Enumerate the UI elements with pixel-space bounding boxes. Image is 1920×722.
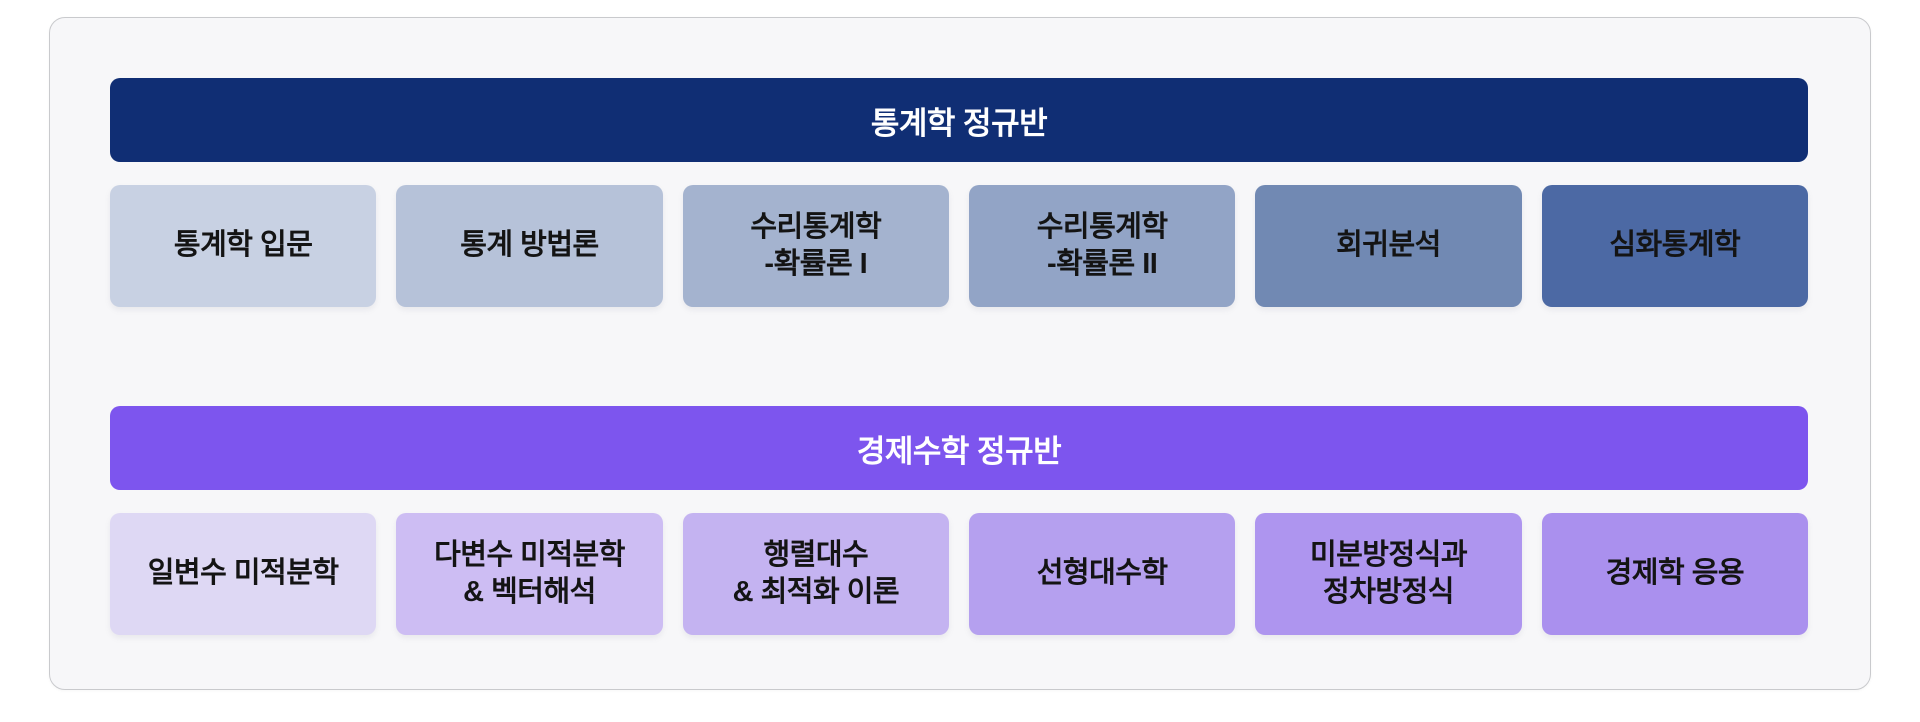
- course-label: 일변수 미적분학: [147, 557, 339, 590]
- econ-math-track-header: 경제수학 정규반: [110, 406, 1808, 490]
- course-label: 심화통계학: [1609, 229, 1741, 262]
- course-linear-algebra: 선형대수학: [969, 513, 1236, 635]
- course-label-line-2: & 최적화 이론: [732, 576, 900, 608]
- course-multivariable-calculus-vector-analysis: 다변수 미적분학 & 벡터해석: [396, 513, 663, 635]
- course-label-line-2: -확률론 II: [1046, 248, 1158, 280]
- course-label: 경제학 응용: [1605, 557, 1745, 590]
- course-differential-difference-equations: 미분방정식과 정차방정식: [1255, 513, 1522, 635]
- course-economics-applications: 경제학 응용: [1541, 513, 1808, 635]
- course-label-line-1: 행렬대수: [763, 538, 869, 571]
- curriculum-card: 통계학 정규반 통계학 입문 통계 방법론 수리통계학 -확률론 I 수리통계학…: [49, 17, 1871, 690]
- course-statistical-methods: 통계 방법론: [396, 185, 663, 307]
- course-label-line-1: 다변수 미적분학: [434, 538, 625, 571]
- course-label-line-1: 미분방정식과: [1309, 538, 1468, 571]
- course-label: 통계 방법론: [460, 229, 599, 262]
- statistics-course-row: 통계학 입문 통계 방법론 수리통계학 -확률론 I 수리통계학 -확률론 II…: [110, 185, 1808, 307]
- section-econ-math: 경제수학 정규반 일변수 미적분학 다변수 미적분학 & 벡터해석 행렬대수 &…: [110, 406, 1808, 635]
- course-single-variable-calculus: 일변수 미적분학: [110, 513, 377, 635]
- course-label-line-2: -확률론 I: [764, 248, 868, 280]
- course-statistics-intro: 통계학 입문: [110, 185, 377, 307]
- course-advanced-statistics: 심화통계학: [1541, 185, 1808, 307]
- econ-math-course-row: 일변수 미적분학 다변수 미적분학 & 벡터해석 행렬대수 & 최적화 이론 선…: [110, 513, 1808, 635]
- course-label: 통계학 입문: [173, 229, 313, 262]
- statistics-track-header: 통계학 정규반: [110, 78, 1808, 162]
- course-mathematical-statistics-probability-2: 수리통계학 -확률론 II: [969, 185, 1236, 307]
- course-label-line-1: 수리통계학: [1036, 210, 1168, 243]
- course-label-line-2: & 벡터해석: [463, 576, 596, 608]
- course-label: 선형대수학: [1036, 557, 1168, 590]
- course-label-line-1: 수리통계학: [750, 210, 882, 243]
- course-mathematical-statistics-probability-1: 수리통계학 -확률론 I: [682, 185, 949, 307]
- course-label-line-2: 정차방정식: [1323, 576, 1454, 608]
- course-label: 회귀분석: [1336, 229, 1441, 262]
- course-matrix-algebra-optimization: 행렬대수 & 최적화 이론: [682, 513, 949, 635]
- course-regression-analysis: 회귀분석: [1255, 185, 1522, 307]
- section-statistics: 통계학 정규반 통계학 입문 통계 방법론 수리통계학 -확률론 I 수리통계학…: [110, 78, 1808, 307]
